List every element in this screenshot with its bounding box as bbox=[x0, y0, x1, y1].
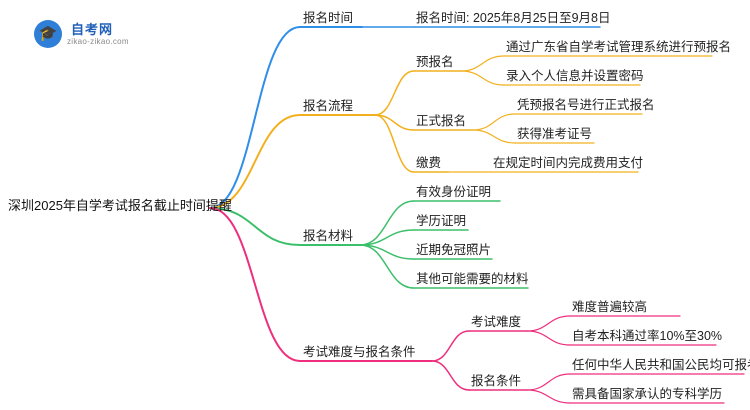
leaf-admission-ticket: 获得准考证号 bbox=[517, 127, 593, 141]
connector-root-time bbox=[209, 26, 301, 209]
sub-exam-difficulty: 考试难度 bbox=[471, 315, 522, 329]
branch-registration-process: 报名流程 bbox=[303, 99, 354, 113]
site-logo[interactable]: 🎓 自考网 zikao-zikao.com bbox=[34, 18, 154, 52]
leaf-pre-reg-info: 录入个人信息并设置密码 bbox=[506, 69, 644, 83]
connector-exam-passrate bbox=[526, 330, 571, 346]
sub-pre-registration: 预报名 bbox=[416, 55, 454, 69]
connector-conditions-degree bbox=[526, 389, 571, 404]
leaf-difficulty-high: 难度普遍较高 bbox=[572, 300, 648, 314]
connector-material-1 bbox=[359, 229, 415, 246]
leaf-registration-dates: 报名时间: 2025年8月25日至9月8日 bbox=[416, 11, 611, 25]
leaf-formal-reg-number: 凭预报名号进行正式报名 bbox=[517, 98, 655, 112]
leaf-pre-reg-system: 通过广东省自学考试管理系统进行预报名 bbox=[506, 40, 732, 54]
connector-root-materials bbox=[209, 207, 301, 246]
sub-formal-registration: 正式报名 bbox=[416, 114, 467, 128]
branch-difficulty-conditions: 考试难度与报名条件 bbox=[303, 345, 416, 359]
logo-url: zikao-zikao.com bbox=[67, 37, 129, 46]
connector-conditions-citizen bbox=[526, 373, 571, 391]
connector-material-0 bbox=[359, 200, 415, 246]
leaf-college-degree: 需具备国家承认的专科学历 bbox=[572, 387, 723, 401]
branch-registration-time: 报名时间 bbox=[303, 11, 354, 25]
leaf-other-materials: 其他可能需要的材料 bbox=[416, 272, 529, 286]
leaf-pass-rate: 自考本科通过率10%至30% bbox=[572, 329, 723, 343]
leaf-id-proof: 有效身份证明 bbox=[416, 185, 492, 199]
leaf-photo: 近期免冠照片 bbox=[416, 243, 492, 257]
connector-process-pre bbox=[374, 70, 415, 116]
connector-difficulty-exam bbox=[431, 330, 470, 362]
logo-name: 自考网 bbox=[71, 22, 114, 37]
connector-pre-info bbox=[460, 70, 505, 86]
connector-pre-system bbox=[460, 55, 505, 72]
connector-process-payment bbox=[374, 114, 415, 173]
graduation-cap-icon: 🎓 bbox=[34, 20, 62, 48]
connector-root-process bbox=[209, 114, 301, 209]
connector-formal-number bbox=[472, 113, 516, 131]
root-topic: 深圳2025年自学考试报名截止时间提醒 bbox=[8, 198, 232, 213]
connector-formal-ticket bbox=[472, 129, 516, 144]
mindmap-connectors bbox=[209, 26, 745, 404]
connector-root-difficulty bbox=[209, 207, 301, 362]
leaf-education-proof: 学历证明 bbox=[416, 214, 467, 228]
leaf-any-citizen: 任何中华人民共和国公民均可报考 bbox=[572, 358, 750, 372]
connector-difficulty-conditions bbox=[431, 360, 470, 391]
sub-payment: 缴费 bbox=[416, 156, 442, 170]
connector-material-3 bbox=[359, 244, 415, 289]
leaf-payment-deadline: 在规定时间内完成费用支付 bbox=[493, 156, 644, 170]
branch-registration-materials: 报名材料 bbox=[303, 229, 354, 243]
sub-registration-conditions: 报名条件 bbox=[471, 374, 522, 388]
connector-exam-high bbox=[526, 315, 571, 332]
